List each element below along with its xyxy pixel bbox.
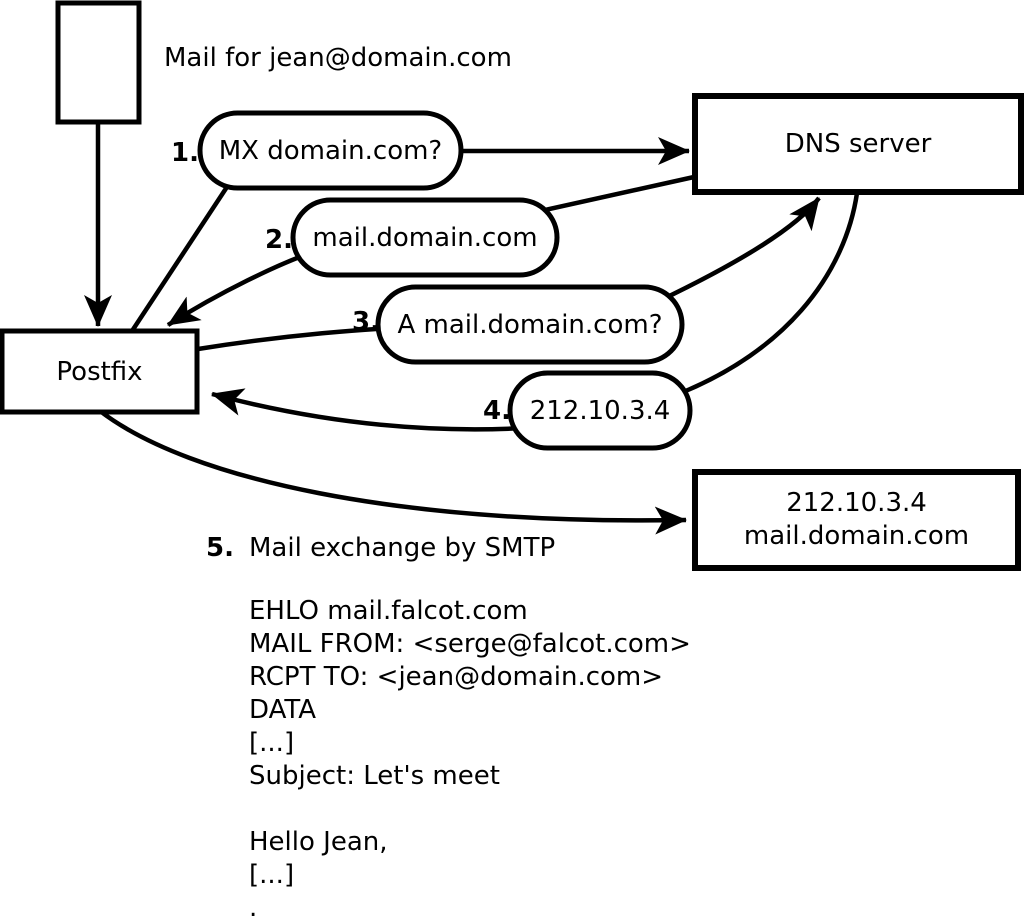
arrow-postfix-to-mailserver	[98, 409, 687, 535]
dns-server-label: DNS server	[784, 129, 932, 159]
step-2-number: 2.	[265, 225, 293, 255]
pill-reply2	[290, 197, 560, 278]
pill-query1	[197, 110, 464, 191]
arrow-query3-to-dns	[639, 196, 821, 313]
mail-for-label: Mail for jean@domain.com	[164, 43, 512, 73]
step-5-number: 5.	[206, 533, 234, 563]
query1-label: MX domain.com?	[218, 135, 443, 166]
mail-server-host-label: mail.domain.com	[743, 521, 970, 551]
pill-query3	[375, 284, 685, 365]
step-5-label: Mail exchange by SMTP	[249, 533, 556, 563]
query3-label: A mail.domain.com?	[397, 309, 663, 340]
step-1-number: 1.	[171, 138, 199, 168]
smtp-session-text: EHLO mail.falcot.com MAIL FROM: <serge@f…	[249, 596, 691, 919]
reply2-label: mail.domain.com	[312, 222, 538, 253]
postfix-node-box	[0, 328, 200, 415]
postfix-label: Postfix	[56, 356, 143, 387]
pill-reply4	[507, 370, 693, 451]
mail-server-ip-label: 212.10.3.4	[786, 488, 927, 518]
mail-server-label: 212.10.3.4 mail.domain.com	[695, 472, 1018, 568]
dns-server-box	[692, 93, 1024, 195]
reply4-label: 212.10.3.4	[529, 395, 671, 426]
envelope-node	[55, 0, 142, 125]
step-4-number: 4.	[483, 396, 511, 426]
mail-server-box	[692, 469, 1021, 571]
step-3-number: 3.	[352, 307, 380, 337]
line-dns-to-reply4	[644, 192, 860, 409]
